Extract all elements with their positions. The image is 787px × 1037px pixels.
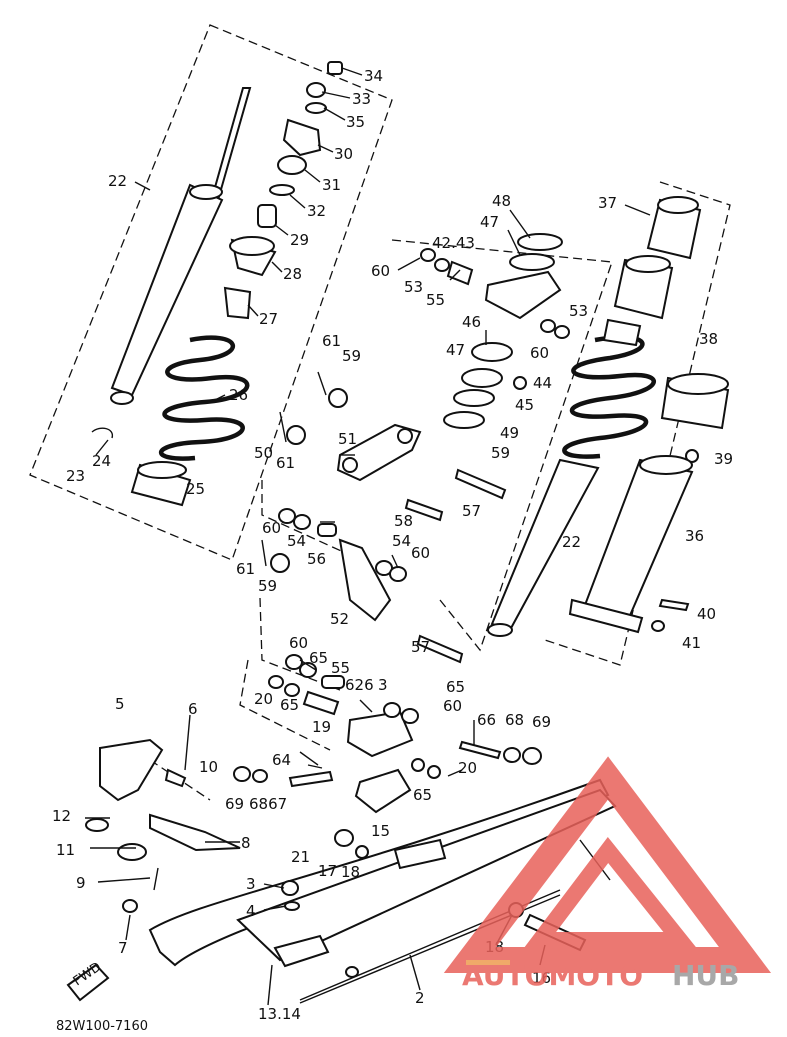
callout-61c: 61 <box>236 560 255 578</box>
callout-40: 40 <box>697 605 716 623</box>
callout-21: 21 <box>291 848 310 866</box>
callout-60b: 60 <box>530 344 549 362</box>
callout-48: 48 <box>492 192 511 210</box>
callout-35: 35 <box>346 113 365 131</box>
callout-56: 56 <box>307 550 326 568</box>
callout-3a: 3 <box>378 676 388 694</box>
callout-24: 24 <box>92 452 111 470</box>
callout-2: 2 <box>415 989 425 1007</box>
callout-57a: 57 <box>462 502 481 520</box>
callout-38: 38 <box>699 330 718 348</box>
callout-17: 17 <box>318 862 337 880</box>
callout-26: 26 <box>229 386 248 404</box>
callout-55b: 55 <box>331 659 350 677</box>
callout-20a: 20 <box>254 690 273 708</box>
watermark-text-gray: HUB <box>672 959 740 992</box>
callout-7: 7 <box>118 939 128 957</box>
callout-3: 3 <box>246 875 256 893</box>
callout-10: 10 <box>199 758 218 776</box>
callout-60e: 60 <box>289 634 308 652</box>
callout-65d: 65 <box>413 786 432 804</box>
callout-46: 46 <box>462 313 481 331</box>
callout-20b: 20 <box>458 759 477 777</box>
callout-9: 9 <box>76 874 86 892</box>
callout-5: 5 <box>115 695 125 713</box>
callout-6: 6 <box>188 700 198 718</box>
callout-60f: 60 <box>443 697 462 715</box>
callout-59c: 59 <box>258 577 277 595</box>
callout-12: 12 <box>52 807 71 825</box>
callout-61b: 50 <box>254 444 273 462</box>
callout-65b: 65 <box>446 678 465 696</box>
callout-68a: 68 <box>505 711 524 729</box>
callout-59b: 61 <box>276 454 295 472</box>
callout-69b: 69 <box>225 795 244 813</box>
callout-16: 16 <box>532 969 551 987</box>
callout-69a: 69 <box>532 713 551 731</box>
callout-15: 15 <box>371 822 390 840</box>
callout-32: 32 <box>307 202 326 220</box>
callout-4: 4 <box>246 902 256 920</box>
watermark: AUTOMOTO HUB <box>443 756 772 992</box>
callout-44: 44 <box>533 374 552 392</box>
callout-47a: 47 <box>480 213 499 231</box>
callout-60a: 60 <box>371 262 390 280</box>
callout-52: 52 <box>330 610 349 628</box>
callout-18a: 18 <box>341 863 360 881</box>
callout-27: 27 <box>259 310 278 328</box>
callout-60d: 60 <box>411 544 430 562</box>
callout-47b: 47 <box>446 341 465 359</box>
callout-42-43: 42.43 <box>432 234 475 252</box>
callout-33: 33 <box>352 90 371 108</box>
callout-50: 59 <box>491 444 510 462</box>
callout-34: 34 <box>364 67 383 85</box>
callout-numbers: 34 33 35 30 31 32 22 29 28 27 26 24 23 2… <box>52 67 733 1023</box>
callout-39: 39 <box>714 450 733 468</box>
callout-25: 25 <box>186 480 205 498</box>
callout-60c: 60 <box>262 519 281 537</box>
callout-65c: 65 <box>280 696 299 714</box>
callout-54a: 54 <box>287 532 306 550</box>
callout-13-14: 13.14 <box>258 1005 301 1023</box>
callout-11: 11 <box>56 841 75 859</box>
callout-6867: 6867 <box>249 795 287 813</box>
callout-8: 8 <box>241 834 251 852</box>
callout-37: 37 <box>598 194 617 212</box>
callout-55a: 55 <box>426 291 445 309</box>
callout-19: 19 <box>312 718 331 736</box>
callout-65a: 65 <box>309 649 328 667</box>
callout-626: 626 <box>345 676 374 694</box>
callout-53b: 53 <box>569 302 588 320</box>
callout-45: 45 <box>515 396 534 414</box>
drawing-code: 82W100-7160 <box>56 1019 148 1034</box>
callout-53a: 53 <box>404 278 423 296</box>
callout-28: 28 <box>283 265 302 283</box>
callout-57b: 57 <box>411 638 430 656</box>
callout-58: 58 <box>394 512 413 530</box>
right-shock-assembly <box>487 196 730 637</box>
callout-30: 30 <box>334 145 353 163</box>
callout-23: 23 <box>66 467 85 485</box>
callout-22a: 22 <box>108 172 127 190</box>
callout-59a: 59 <box>342 347 361 365</box>
callout-54b: 54 <box>392 532 411 550</box>
callout-29: 29 <box>290 231 309 249</box>
callout-64: 64 <box>272 751 291 769</box>
callout-22b: 22 <box>562 533 581 551</box>
callout-36: 36 <box>685 527 704 545</box>
callout-51: 51 <box>338 430 357 448</box>
left-shock-assembly <box>91 61 343 507</box>
callout-61a: 61 <box>322 332 341 350</box>
callout-66: 66 <box>477 711 496 729</box>
callout-49: 49 <box>500 424 519 442</box>
center-linkage <box>233 233 570 814</box>
callout-41: 41 <box>682 634 701 652</box>
callout-31: 31 <box>322 176 341 194</box>
watermark-triangle-icon <box>443 756 772 973</box>
